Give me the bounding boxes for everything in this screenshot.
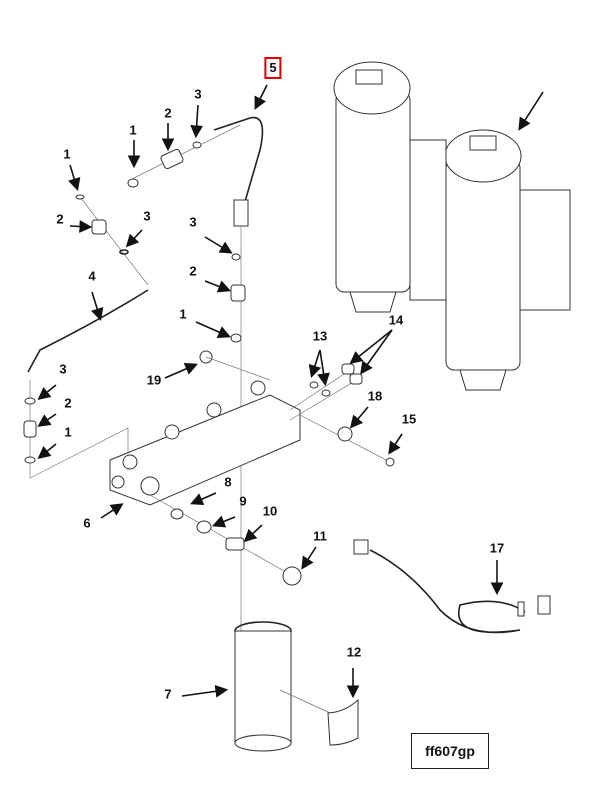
part-17-wire-harness <box>353 539 551 634</box>
part-5-tube <box>213 116 264 206</box>
callout-1[interactable]: 1 <box>129 122 137 138</box>
callout-4[interactable]: 4 <box>88 268 96 284</box>
callout-6[interactable]: 6 <box>83 515 91 531</box>
leader-assembly <box>518 91 544 131</box>
part-7-filter <box>234 630 292 744</box>
callout-2[interactable]: 2 <box>64 395 72 411</box>
figure-id-box: ff607gp <box>411 733 489 769</box>
callout-3[interactable]: 3 <box>59 361 67 377</box>
callout-1[interactable]: 1 <box>179 306 187 322</box>
part-4-hose <box>27 289 149 373</box>
callout-5-highlighted[interactable]: 5 <box>264 57 282 79</box>
callout-9[interactable]: 9 <box>239 493 247 509</box>
callout-18[interactable]: 18 <box>367 388 383 404</box>
part-2-fitting <box>160 148 184 170</box>
callout-19[interactable]: 19 <box>146 372 162 388</box>
callout-2[interactable]: 2 <box>164 105 172 121</box>
part-12-label <box>327 698 359 746</box>
callout-12[interactable]: 12 <box>346 644 362 660</box>
callout-14[interactable]: 14 <box>388 312 404 328</box>
part-6-manifold <box>109 380 301 506</box>
callout-2[interactable]: 2 <box>189 263 197 279</box>
callout-3[interactable]: 3 <box>143 208 151 224</box>
callout-1[interactable]: 1 <box>63 146 71 162</box>
callout-3[interactable]: 3 <box>189 214 197 230</box>
dual-filter-assembly <box>333 61 571 391</box>
callout-11[interactable]: 11 <box>313 528 327 544</box>
callout-15[interactable]: 15 <box>401 411 417 427</box>
callout-10[interactable]: 10 <box>262 503 278 519</box>
part-1-oring <box>127 178 139 188</box>
callout-3[interactable]: 3 <box>194 86 202 102</box>
callout-17[interactable]: 17 <box>489 540 505 556</box>
callout-7[interactable]: 7 <box>164 686 172 702</box>
callout-2[interactable]: 2 <box>56 211 64 227</box>
callout-8[interactable]: 8 <box>224 474 232 490</box>
leader-arrows <box>37 84 504 699</box>
callout-13[interactable]: 13 <box>312 328 328 344</box>
part-3-oring <box>192 141 202 149</box>
callout-1[interactable]: 1 <box>64 424 72 440</box>
